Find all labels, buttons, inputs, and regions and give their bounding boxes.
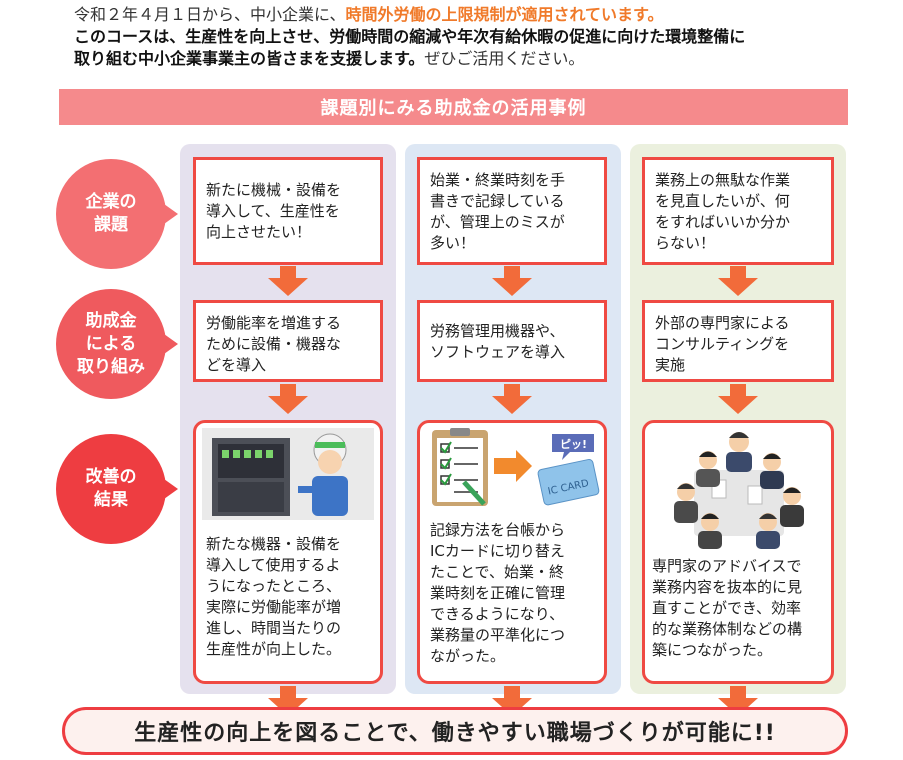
arrow-down-icon	[492, 266, 532, 296]
action-box-2: 労務管理用機器や、 ソフトウェアを導入	[417, 300, 607, 382]
intro-line-3: 取り組む中小企業事業主の皆さまを支援します。ぜひご活用ください。	[74, 48, 874, 70]
row-label-action-text: 助成金 による 取り組み	[77, 310, 145, 377]
ic-card-checklist-illustration: IC CARD ピッ!	[432, 428, 600, 506]
machine-worker-illustration	[202, 428, 374, 520]
intro-line-1: 令和２年４月１日から、中小企業に、時間外労働の上限規制が適用されています。	[74, 4, 874, 26]
arrow-down-icon	[718, 266, 758, 296]
result-text-3: 専門家のアドバイスで 業務内容を抜本的に見 直すことができ、効率 的な業務体制な…	[652, 557, 803, 659]
arrow-down-icon	[268, 384, 308, 414]
action-box-3: 外部の専門家による コンサルティングを 実施	[642, 300, 834, 382]
action-box-1: 労働能率を増進する ために設備・機器な どを導入	[193, 300, 383, 382]
issue-box-3: 業務上の無駄な作業 を見直したいが、何 をすればいいか分か らない！	[642, 157, 834, 265]
arrow-down-icon	[268, 266, 308, 296]
intro-line-3-bold: 取り組む中小企業事業主の皆さまを支援します。	[74, 49, 425, 68]
intro-text: 令和２年４月１日から、中小企業に、時間外労働の上限規制が適用されています。 この…	[74, 4, 874, 70]
row-label-result: 改善の 結果	[56, 434, 178, 544]
intro-line-1-prefix: 令和２年４月１日から、中小企業に、	[74, 5, 346, 24]
intro-line-3-plain: ぜひご活用ください。	[424, 49, 585, 68]
row-label-result-text: 改善の 結果	[85, 467, 137, 510]
intro-line-2: このコースは、生産性を向上させ、労働時間の縮減や年次有給休暇の促進に向けた環境整…	[74, 27, 746, 46]
beep-bubble: ピッ!	[560, 438, 587, 451]
section-banner: 課題別にみる助成金の活用事例	[59, 89, 848, 125]
issue-box-1: 新たに機械・設備を 導入して、生産性を 向上させたい！	[193, 157, 383, 265]
conclusion-banner: 生産性の向上を図ることで、働きやすい職場づくりが可能に!!	[62, 707, 848, 755]
arrow-down-icon	[718, 384, 758, 414]
result-text-1: 新たな機器・設備を 導入して使用するよ うになったところ、 実際に労働能率が増 …	[206, 535, 342, 658]
row-label-issue: 企業の 課題	[56, 159, 178, 269]
arrow-down-icon	[492, 384, 532, 414]
row-label-issue-text: 企業の 課題	[85, 192, 137, 235]
result-text-2: 記録方法を台帳から ICカードに切り替え たことで、始業・終 業時刻を正確に管理…	[430, 521, 566, 665]
issue-box-2: 始業・終業時刻を手 書きで記録している が、管理上のミスが 多い！	[417, 157, 607, 265]
intro-highlight: 時間外労働の上限規制が適用されています。	[345, 5, 664, 24]
row-label-action: 助成金 による 取り組み	[56, 289, 178, 399]
consulting-meeting-illustration	[674, 432, 804, 549]
